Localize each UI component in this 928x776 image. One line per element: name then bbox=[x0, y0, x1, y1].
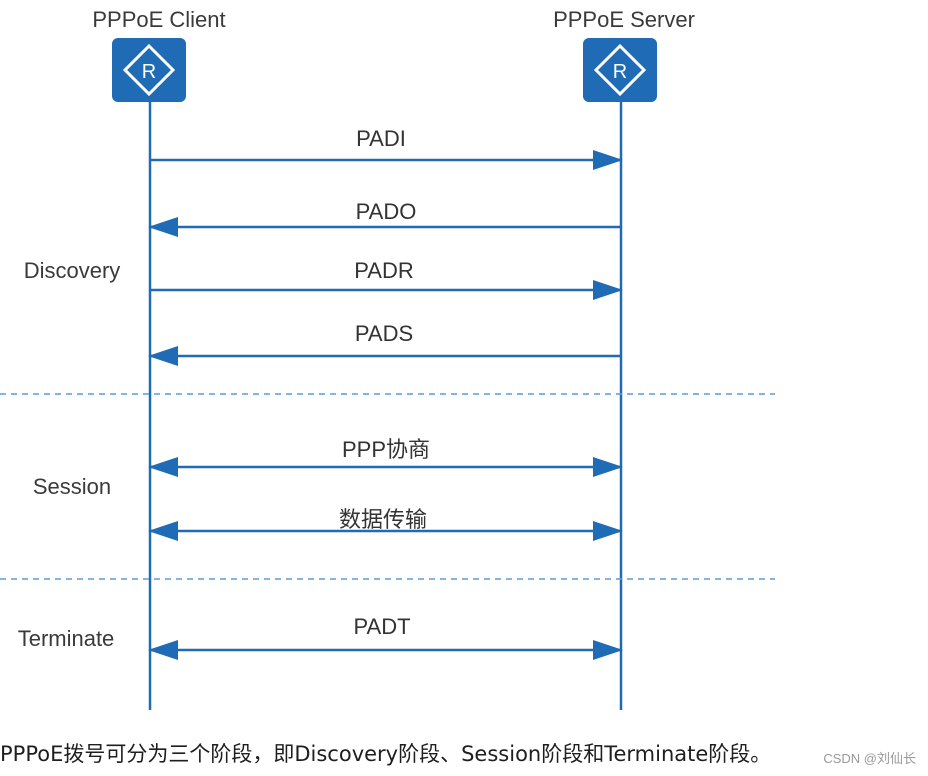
client-actor-label: PPPoE Client bbox=[92, 7, 226, 32]
message-label-padi: PADI bbox=[356, 126, 406, 151]
watermark: CSDN @刘仙长 bbox=[823, 751, 916, 766]
message-label-data-transfer: 数据传输 bbox=[338, 507, 428, 532]
message-label-ppp-negotiation: PPP协商 bbox=[341, 437, 431, 462]
client-router-letter: R bbox=[142, 61, 156, 83]
phase-label-terminate: Terminate bbox=[17, 626, 115, 651]
message-label-pado: PADO bbox=[355, 199, 417, 224]
client-router-icon: R bbox=[112, 38, 186, 102]
server-router-letter: R bbox=[613, 61, 627, 83]
message-arrows bbox=[148, 150, 623, 660]
diagram-caption: PPPoE拨号可分为三个阶段，即Discovery阶段、Session阶段和Te… bbox=[0, 742, 772, 766]
server-actor-label: PPPoE Server bbox=[553, 7, 695, 32]
message-label-pads: PADS bbox=[354, 321, 414, 346]
phase-label-session: Session bbox=[32, 474, 112, 499]
phase-label-discovery: Discovery bbox=[23, 258, 121, 283]
message-label-padr: PADR bbox=[354, 258, 414, 283]
message-label-padt: PADT bbox=[353, 614, 411, 639]
server-router-icon: R bbox=[583, 38, 657, 102]
